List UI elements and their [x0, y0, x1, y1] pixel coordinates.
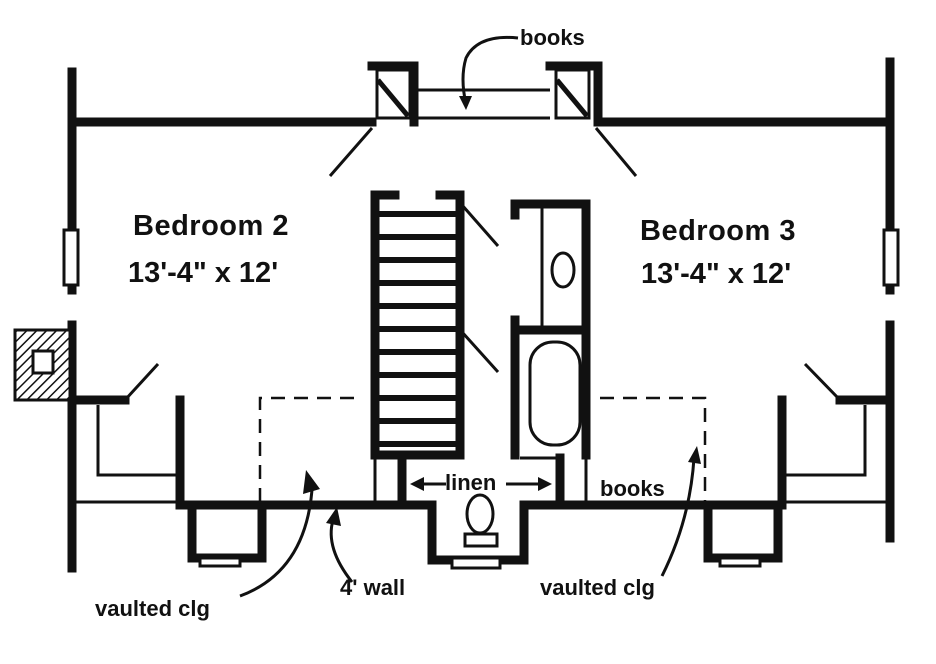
bedroom-2-label: Bedroom 2: [133, 210, 289, 242]
vaulted-ceiling-outlines: [258, 396, 707, 502]
stair: [370, 190, 465, 460]
vaulted-left-note: vaulted clg: [95, 596, 210, 621]
linen-closet: [373, 453, 588, 510]
left-chimney: [13, 328, 72, 402]
bedroom-2-size: 13'-4" x 12': [128, 257, 279, 289]
chimney-boxes: [375, 68, 591, 120]
books-top-note: books: [520, 25, 585, 50]
leader-arrows: [239, 35, 701, 598]
bottom-walls: [175, 493, 783, 570]
books-right-note: books: [600, 476, 665, 501]
four-foot-wall-note: 4' wall: [340, 575, 406, 600]
bath-block: [510, 199, 591, 460]
linen-note: linen: [445, 470, 497, 495]
vaulted-right-note: vaulted clg: [540, 575, 655, 600]
side-windows: [62, 228, 900, 287]
bedroom-3-label: Bedroom 3: [640, 215, 796, 247]
bedroom-3-size: 13'-4" x 12': [641, 258, 792, 290]
door-swings: [123, 127, 842, 402]
